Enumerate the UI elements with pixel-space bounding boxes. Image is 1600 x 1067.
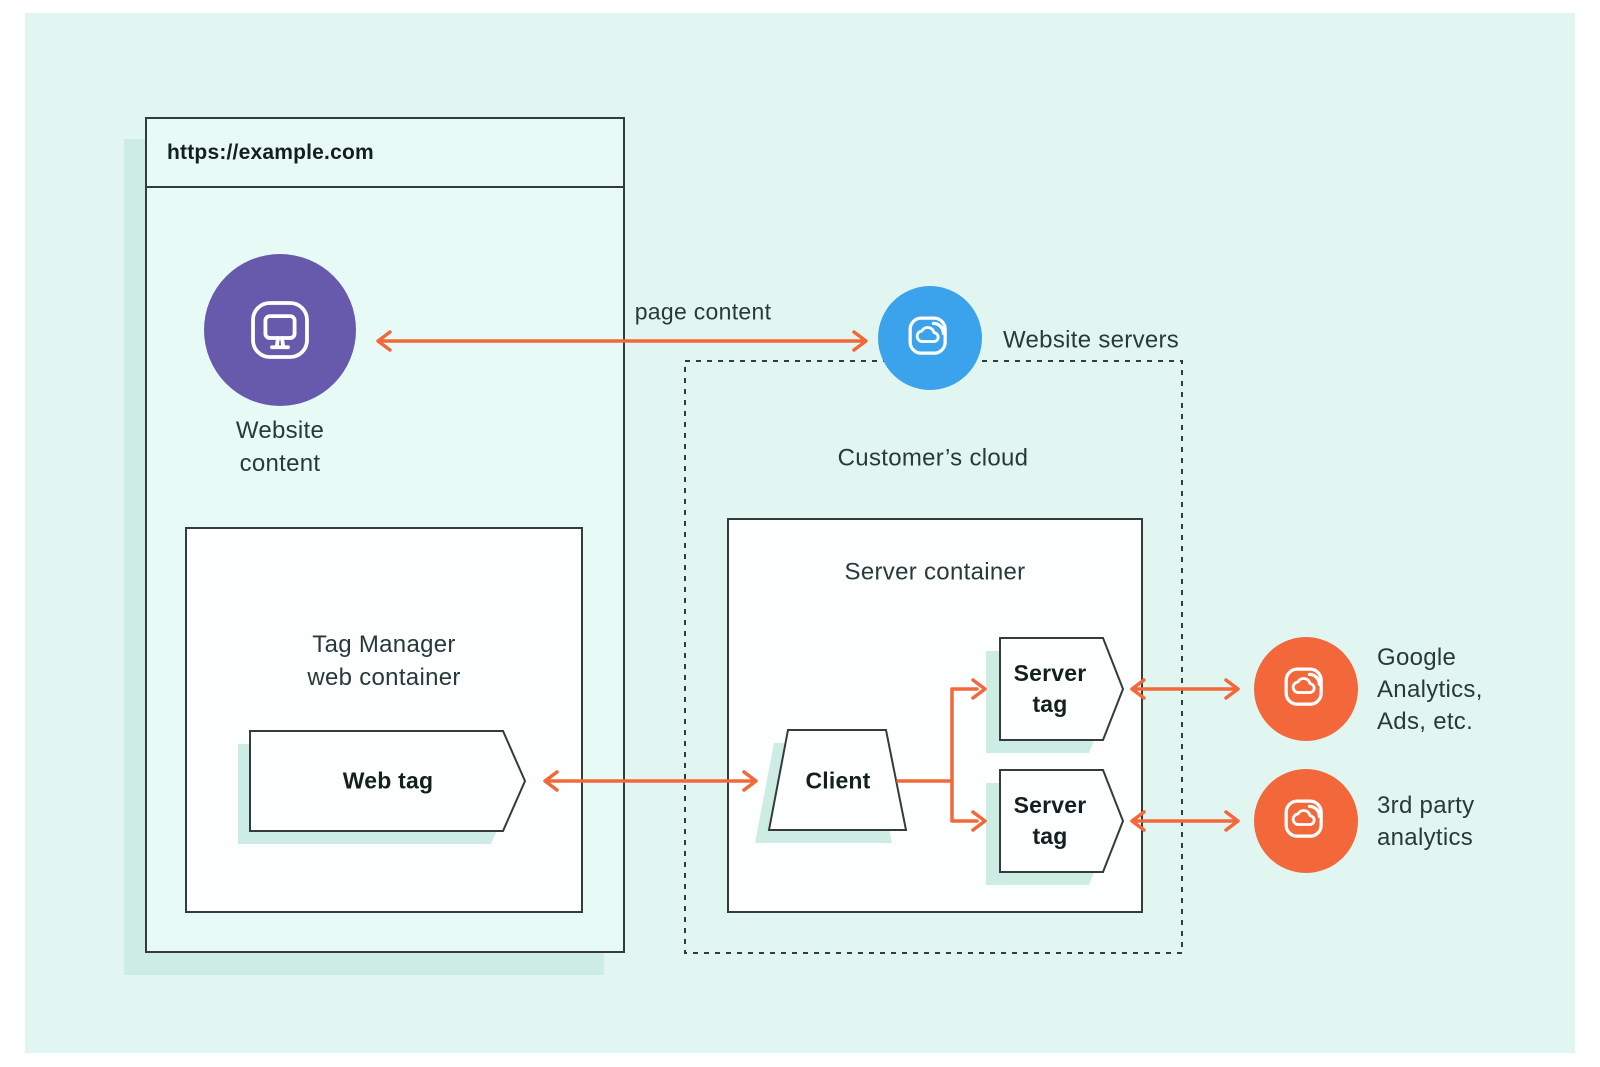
google-analytics-badge xyxy=(1254,637,1358,741)
web-tag-client-arrow xyxy=(543,770,758,792)
server-tag-thirdparty-arrow xyxy=(1130,810,1240,832)
website-content-label: Website content xyxy=(235,417,325,477)
tag-manager-title: Tag Manager web container xyxy=(307,631,461,691)
server-tag-google-arrow xyxy=(1130,678,1240,700)
third-party-analytics-badge xyxy=(1254,769,1358,873)
cloud-icon xyxy=(1284,799,1323,838)
cloud-icon xyxy=(908,316,947,355)
website-servers-badge xyxy=(878,286,982,390)
page-content-label: page content xyxy=(634,298,772,325)
web-tag-label: Web tag xyxy=(342,767,434,794)
server-container-title: Server container xyxy=(844,558,1026,586)
client-label: Client xyxy=(805,767,871,794)
web-tag-shape xyxy=(249,730,527,832)
client-branch-connector xyxy=(896,678,987,832)
server-tag-top-label: Server tag xyxy=(1013,660,1087,717)
website-servers-label: Website servers xyxy=(1003,326,1180,354)
website-content-badge xyxy=(204,254,356,406)
server-tag-bottom-shape xyxy=(999,769,1125,873)
third-party-analytics-label: 3rd party analytics xyxy=(1377,792,1475,851)
browser-titlebar: https://example.com xyxy=(147,119,623,188)
customers-cloud-label: Customer’s cloud xyxy=(837,444,1029,472)
page-content-arrow xyxy=(376,330,868,352)
client-shape xyxy=(767,729,908,831)
customers-cloud-dashed-border xyxy=(684,360,1183,954)
server-tag-bottom-label: Server tag xyxy=(1013,792,1087,849)
browser-url: https://example.com xyxy=(167,140,374,164)
tag-manager-web-container-box xyxy=(185,527,583,913)
google-analytics-label: Google Analytics, Ads, etc. xyxy=(1377,644,1483,735)
server-tag-top-shape xyxy=(999,637,1125,741)
monitor-icon xyxy=(251,301,309,359)
cloud-icon xyxy=(1284,667,1323,706)
